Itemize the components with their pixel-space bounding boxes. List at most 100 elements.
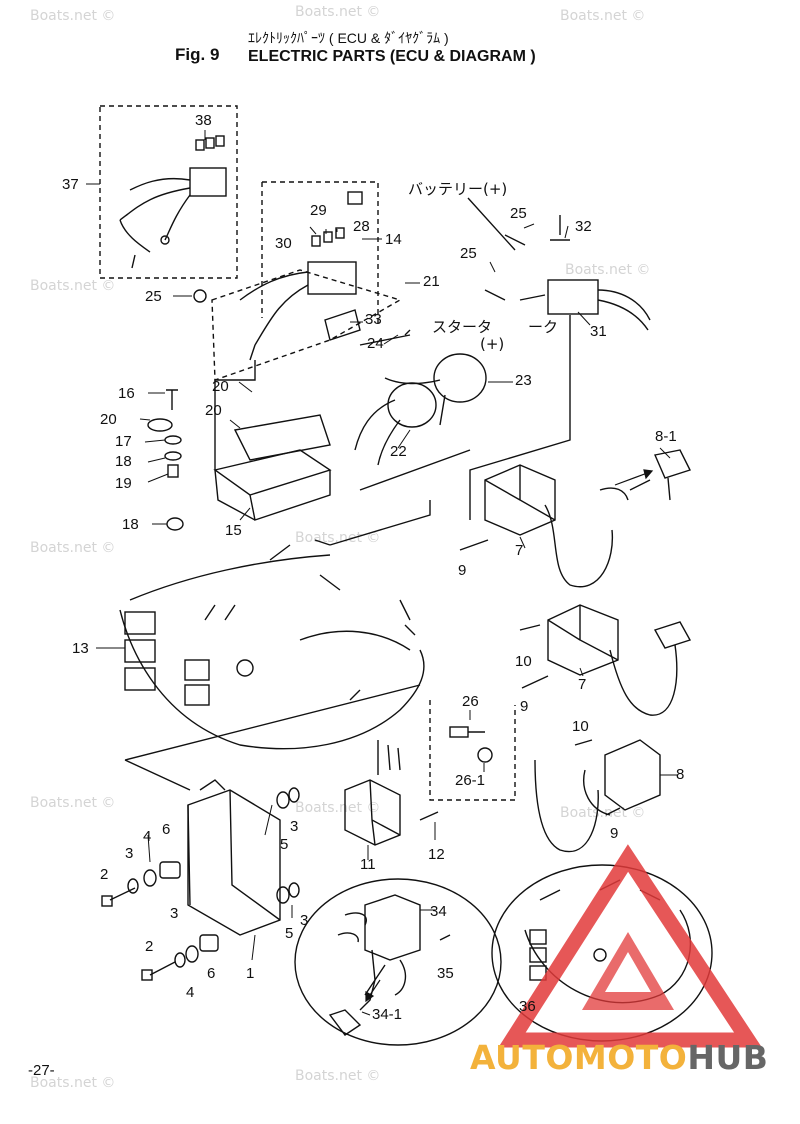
wire-24	[359, 329, 411, 346]
watermark: Boats.net ©	[295, 530, 381, 546]
part-8-1: 8-1	[655, 428, 677, 445]
part-37: 37	[62, 176, 79, 193]
rectifier-11	[344, 740, 439, 846]
part-25: 25	[460, 245, 477, 262]
part-17: 17	[115, 433, 132, 450]
ecu-fasteners	[101, 787, 300, 981]
part-7: 7	[515, 542, 524, 559]
solenoid-23	[384, 353, 487, 426]
part-20: 20	[205, 402, 222, 419]
part-19: 19	[115, 475, 132, 492]
watermark: Boats.net ©	[565, 262, 651, 278]
part-12: 12	[428, 846, 445, 863]
page-number: -27-	[28, 1062, 55, 1079]
clip-25	[193, 289, 207, 303]
relay-37	[119, 135, 227, 269]
relay-14	[239, 191, 363, 361]
watermark: Boats.net ©	[560, 8, 646, 24]
bracket-15	[213, 414, 332, 521]
kit-34	[328, 894, 451, 1036]
part-24: 24	[367, 335, 384, 352]
part-29: 29	[310, 202, 327, 219]
part-2: 2	[145, 938, 154, 955]
relay-31	[547, 215, 651, 331]
sensor-26	[449, 726, 493, 763]
starter-plus: (+)	[480, 335, 505, 353]
part-4: 4	[186, 984, 195, 1001]
part-26-1: 26-1	[455, 772, 486, 789]
part-7: 7	[578, 676, 587, 693]
part-3: 3	[170, 905, 179, 922]
battery-plus-label: バッテリー(+)	[408, 180, 508, 198]
logo-triangle	[498, 844, 762, 1048]
title-english: ELECTRIC PARTS (ECU & DIAGRAM )	[248, 48, 536, 65]
part-8: 8	[676, 766, 685, 783]
part-9: 9	[458, 562, 467, 579]
fastener-stack	[147, 389, 184, 531]
bracket-box	[211, 269, 402, 381]
watermark: Boats.net ©	[295, 4, 381, 20]
part-4: 4	[143, 828, 152, 845]
watermark: Boats.net ©	[30, 8, 116, 24]
watermark: Boats.net ©	[30, 1075, 116, 1091]
sensor-box-26	[429, 700, 516, 801]
part-16: 16	[118, 385, 135, 402]
part-20: 20	[100, 411, 117, 428]
bracket-33	[324, 309, 361, 341]
part-20: 20	[212, 378, 229, 395]
part-1: 1	[246, 965, 255, 982]
part-9: 9	[610, 825, 619, 842]
battery-cable	[467, 197, 526, 251]
starter-suffix: ーク	[528, 318, 559, 336]
part-25: 25	[145, 288, 162, 305]
watermark: Boats.net ©	[30, 540, 116, 556]
watermark: Boats.net ©	[30, 795, 116, 811]
part-35: 35	[437, 965, 454, 982]
starter-label: スタータ	[432, 318, 493, 336]
watermark: Boats.net ©	[295, 1068, 381, 1084]
part-18: 18	[122, 516, 139, 533]
part-9: 9	[520, 698, 529, 715]
part-36: 36	[519, 998, 536, 1015]
part-34-1: 34-1	[372, 1006, 403, 1023]
ecu-1	[187, 779, 281, 936]
part-28: 28	[353, 218, 370, 235]
part-32: 32	[575, 218, 592, 235]
logo-text-dark: HUB	[687, 1038, 769, 1077]
ignition-coil-7b	[519, 604, 692, 716]
part-5: 5	[285, 925, 294, 942]
part-30: 30	[275, 235, 292, 252]
ignition-coil-7a	[459, 449, 691, 588]
part-5: 5	[280, 836, 289, 853]
part-34: 34	[430, 903, 447, 920]
automotohub-logo: AUTOMOTOHUB	[470, 1038, 768, 1077]
logo-text-accent: AUTOMOTO	[470, 1038, 688, 1077]
watermark: Boats.net ©	[30, 278, 116, 294]
part-31: 31	[590, 323, 607, 340]
part-2: 2	[100, 866, 109, 883]
part-3: 3	[300, 912, 309, 929]
part-18: 18	[115, 453, 132, 470]
part-38: 38	[195, 112, 212, 129]
part-13: 13	[72, 640, 89, 657]
watermark: Boats.net ©	[295, 800, 381, 816]
part-6: 6	[207, 965, 216, 982]
part-3: 3	[290, 818, 299, 835]
ignition-coil-8	[534, 739, 661, 853]
part-14: 14	[385, 231, 402, 248]
relay-box-14	[262, 181, 379, 325]
kit-34-oval	[294, 878, 502, 1046]
relay-box-37	[99, 105, 238, 279]
part-33: 33	[365, 311, 382, 328]
part-11: 11	[360, 856, 376, 873]
part-26: 26	[462, 693, 479, 710]
part-22: 22	[390, 443, 407, 460]
title-japanese: ｴﾚｸﾄﾘｯｸﾊﾟｰﾂ ( ECU & ﾀﾞｲﾔｸﾞﾗﾑ )	[248, 30, 449, 46]
part-15: 15	[225, 522, 242, 539]
part-23: 23	[515, 372, 532, 389]
part-3: 3	[125, 845, 134, 862]
part-10: 10	[515, 653, 532, 670]
part-6: 6	[162, 821, 171, 838]
